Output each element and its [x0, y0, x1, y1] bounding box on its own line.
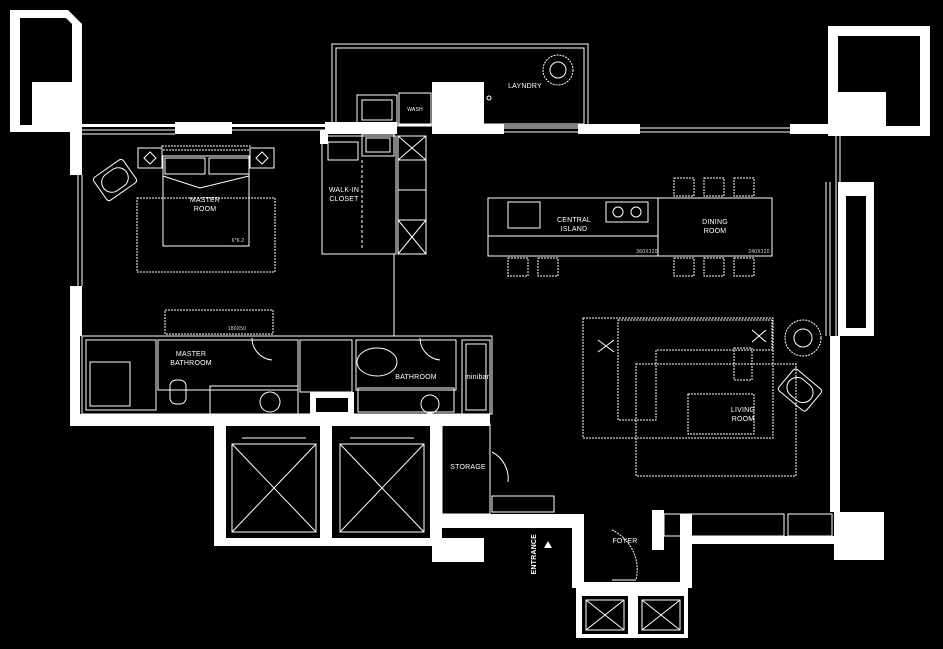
bathroom-label: BATHROOM: [395, 374, 437, 381]
wash-label: WASH: [407, 107, 423, 113]
central-island-label: CENTRAL ISLAND: [556, 217, 592, 233]
dining-table-dimension: 240X120: [748, 249, 770, 255]
living-room-label: LIVING ROOM: [730, 407, 756, 423]
foyer-label: FOYER: [612, 538, 638, 545]
bed-dimension: 6*6.2: [231, 238, 245, 244]
master-bathroom-label: MASTER BATHROOM: [170, 351, 212, 367]
entrance-arrow-icon: [544, 541, 552, 548]
master-room-label: MASTER ROOM: [189, 197, 221, 213]
desk-dimension: 180X50: [227, 326, 247, 332]
storage-label: STORAGE: [450, 464, 486, 471]
laundry-label: LAYNDRY: [508, 83, 542, 90]
minibar-label: minibar: [464, 374, 490, 381]
walk-in-closet-label: WALK-IN CLOSET: [328, 187, 360, 203]
island-dimension: 360X120: [636, 249, 658, 255]
entrance-label: ENTRANCE: [531, 534, 538, 575]
dining-room-label: DINING ROOM: [702, 219, 728, 235]
